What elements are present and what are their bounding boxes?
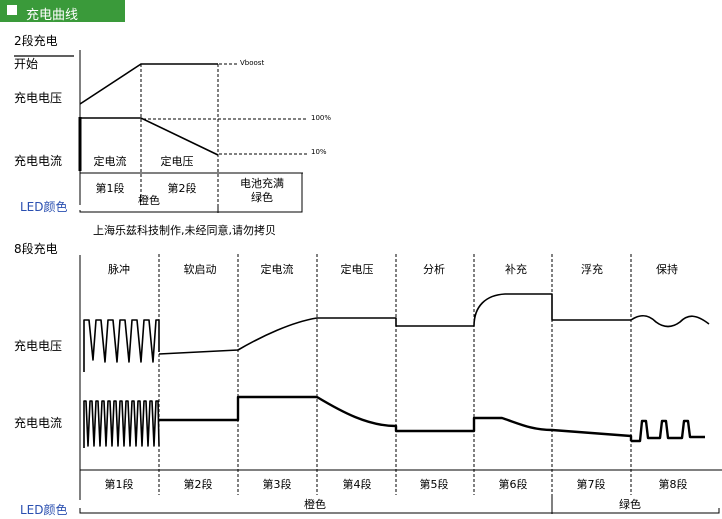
eight-stage-current-main [159,395,705,443]
phase-analysis: 分析 [423,263,445,276]
title-bar: 充电曲线 [0,0,125,23]
start-label: 开始 [14,57,39,71]
two-stage-curves [79,63,219,156]
pulse-current-segment [83,400,160,448]
phase-pulse: 脉冲 [108,263,130,276]
hold-current-pulses [631,419,705,443]
two-stage-label-1: 第1段 [95,182,125,195]
two-stage-led-row-label: LED颜色 [20,200,68,214]
main-voltage-segment [158,293,631,355]
eight-stage-led-bracket [79,508,720,514]
two-stage-label-2: 第2段 [167,182,197,195]
two-stage-current-curve [80,117,219,156]
stage-label-6: 第6段 [498,478,528,491]
two-stage-voltage-label: 充电电压 [14,91,63,105]
stage-label-4: 第4段 [342,478,372,491]
two-stage-current-label: 充电电流 [14,154,63,168]
phase-hold: 保持 [656,263,678,276]
stage-label-3: 第3段 [262,478,292,491]
stage-label-5: 第5段 [419,478,449,491]
eight-stage-heading: 8段充电 [14,242,58,256]
two-stage-voltage-curve [79,63,218,105]
eight-stage-led-row-label: LED颜色 [20,503,68,517]
eight-stage-grid [79,254,722,514]
stage-label-8: 第8段 [658,478,688,491]
eight-stage-voltage-label: 充电电压 [14,339,63,353]
two-stage-grid [14,50,308,213]
stage-label-1: 第1段 [104,478,134,491]
eight-stage-led-orange: 橙色 [304,498,326,511]
title-square-icon [7,5,17,15]
phase-supplement: 补充 [505,263,527,276]
pct-100-label: 100% [311,114,332,122]
main-current-segment [159,395,633,441]
phase-float: 浮充 [581,263,603,276]
copyright-note: 上海乐兹科技制作,未经同意,请勿拷贝 [93,224,276,237]
phase-soft-start: 软启动 [183,263,217,276]
two-stage-heading: 2段充电 [14,34,58,48]
mode-label-constant-voltage: 定电压 [160,155,194,168]
eight-stage-current-curve [83,400,160,448]
two-stage-led-green: 绿色 [251,191,273,204]
two-stage-led-orange: 橙色 [138,194,160,207]
mode-label-constant-current: 定电流 [93,155,127,168]
two-stage-led-bracket [79,210,303,213]
battery-full-label: 电池充满 [240,177,284,190]
pct-10-label: 10% [311,148,327,156]
eight-stage-voltage-curve [83,293,710,372]
hold-voltage-wave [630,314,710,328]
vboost-label: Vboost [240,59,265,67]
eight-stage-led-green: 绿色 [619,498,641,511]
page-title: 充电曲线 [26,8,79,23]
stage-label-2: 第2段 [183,478,213,491]
pulse-voltage-segment [83,319,160,372]
phase-constant-current: 定电流 [260,263,294,276]
phase-constant-voltage: 定电压 [340,263,374,276]
eight-stage-current-label: 充电电流 [14,416,63,430]
stage-label-7: 第7段 [576,478,606,491]
